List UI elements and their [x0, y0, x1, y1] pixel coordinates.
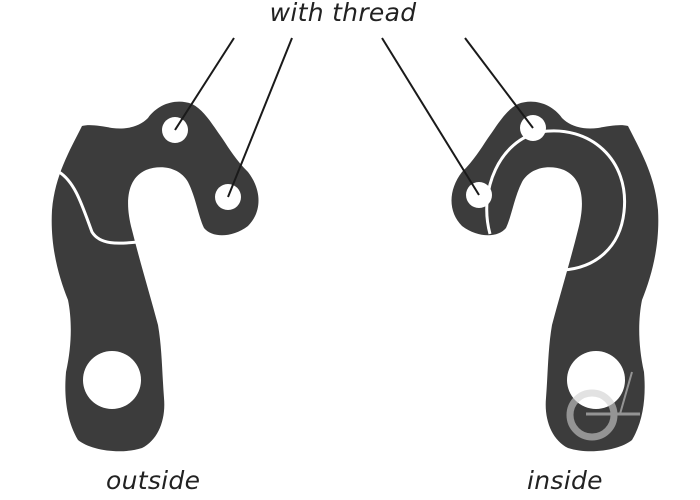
leader-line-outside-lower: [227, 37, 293, 198]
leader-line-inside-upper: [464, 37, 534, 129]
leader-line-outside-upper: [174, 37, 235, 131]
outside-recess-line: [58, 170, 139, 245]
leader-line-inside-lower: [381, 37, 480, 196]
inside-hanger-body: [451, 101, 659, 452]
outside-axle-hole: [83, 351, 141, 409]
inside-label: inside: [527, 466, 603, 495]
outside-hanger: [51, 101, 259, 452]
watermark-seal: [566, 371, 640, 441]
inside-recess-arc: [485, 129, 627, 272]
outside-label: outside: [106, 466, 201, 495]
inside-thread-hole-upper: [520, 115, 546, 141]
leader-lines: [174, 37, 534, 198]
outside-hanger-body: [51, 101, 259, 452]
inside-hanger: [451, 101, 659, 452]
with-thread-label: with thread: [269, 0, 417, 27]
